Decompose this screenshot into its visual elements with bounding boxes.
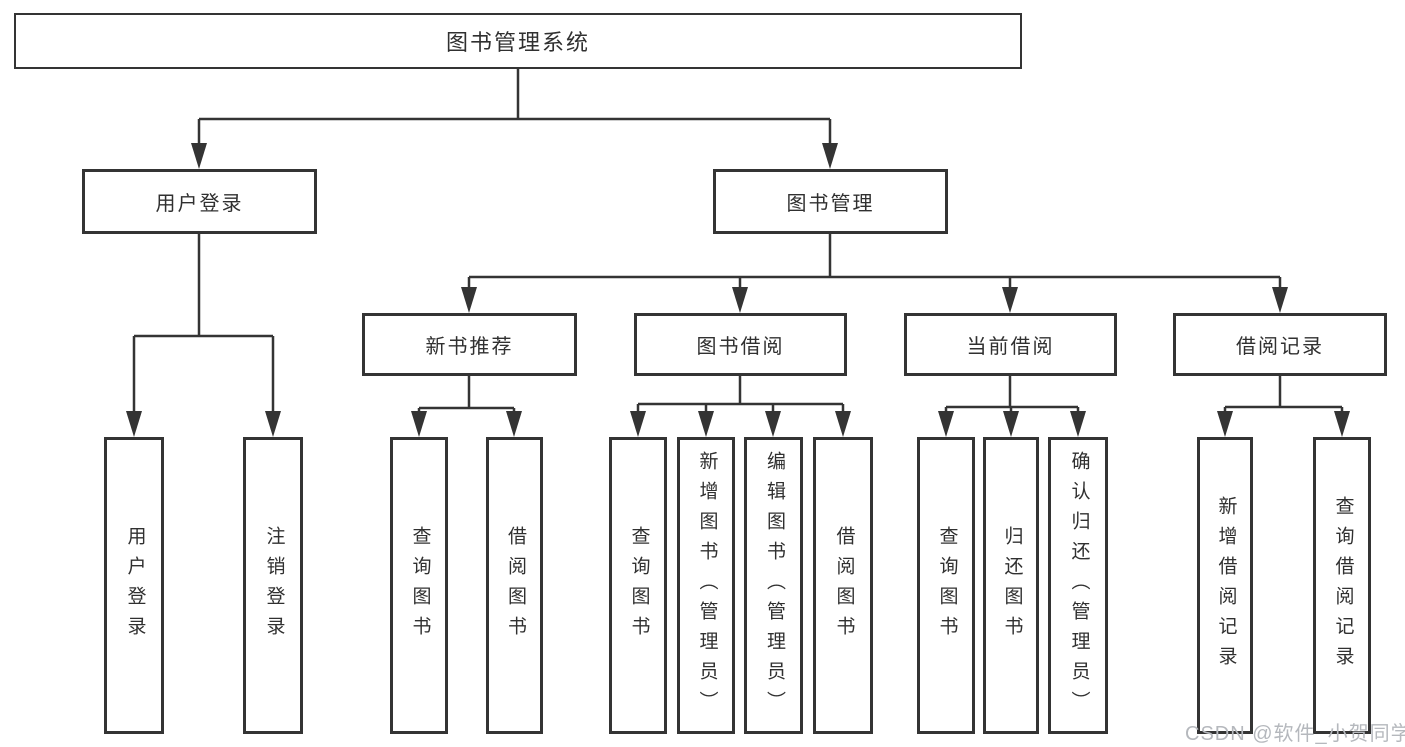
node-user-login: 用户登录 [82,169,317,234]
arrow-down-icon [765,411,781,437]
node-book-management: 图书管理 [713,169,948,234]
leaf-borrow-query-books: 查询图书 [609,437,667,734]
arrow-down-icon [822,143,838,169]
arrow-down-icon [938,411,954,437]
arrowheads [126,143,1350,437]
arrow-down-icon [1070,411,1086,437]
node-borrow-records: 借阅记录 [1173,313,1387,376]
leaf-records-add-record: 新增借阅记录 [1197,437,1253,734]
node-book-borrow: 图书借阅 [634,313,847,376]
csdn-watermark: CSDN @软件_小贺同学 [1185,723,1405,745]
arrow-down-icon [630,411,646,437]
arrow-down-icon [1003,411,1019,437]
arrow-down-icon [265,411,281,437]
arrow-down-icon [1272,287,1288,313]
leaf-newbook-query-books: 查询图书 [390,437,448,734]
node-library-system: 图书管理系统 [14,13,1022,69]
node-new-book-recommend: 新书推荐 [362,313,577,376]
leaf-current-confirm-return-admin: 确认归还（管理员） [1048,437,1108,734]
arrow-down-icon [732,287,748,313]
leaf-logout: 注销登录 [243,437,303,734]
leaf-borrow-borrow-books: 借阅图书 [813,437,873,734]
connector-records-branch [1223,376,1344,414]
connector-current-branch [944,376,1080,414]
leaf-user-login: 用户登录 [104,437,164,734]
arrow-down-icon [698,411,714,437]
arrow-down-icon [1002,287,1018,313]
arrow-down-icon [191,143,207,169]
leaf-records-query-record: 查询借阅记录 [1313,437,1371,734]
connector-borrow-branch [636,376,845,414]
arrow-down-icon [126,411,142,437]
leaf-current-query-books: 查询图书 [917,437,975,734]
node-current-borrow: 当前借阅 [904,313,1117,376]
leaf-borrow-add-books-admin: 新增图书（管理员） [677,437,735,734]
connector-root-to-level2 [197,69,832,146]
arrow-down-icon [461,287,477,313]
leaf-current-return-books: 归还图书 [983,437,1039,734]
connector-login-branch [132,234,275,414]
arrow-down-icon [1334,411,1350,437]
connector-newbooks-branch [417,376,516,414]
arrow-down-icon [1217,411,1233,437]
leaf-borrow-edit-books-admin: 编辑图书（管理员） [744,437,803,734]
connector-mgmt-to-level3 [467,234,1282,290]
arrow-down-icon [506,411,522,437]
leaf-newbook-borrow-books: 借阅图书 [486,437,543,734]
arrow-down-icon [835,411,851,437]
arrow-down-icon [411,411,427,437]
